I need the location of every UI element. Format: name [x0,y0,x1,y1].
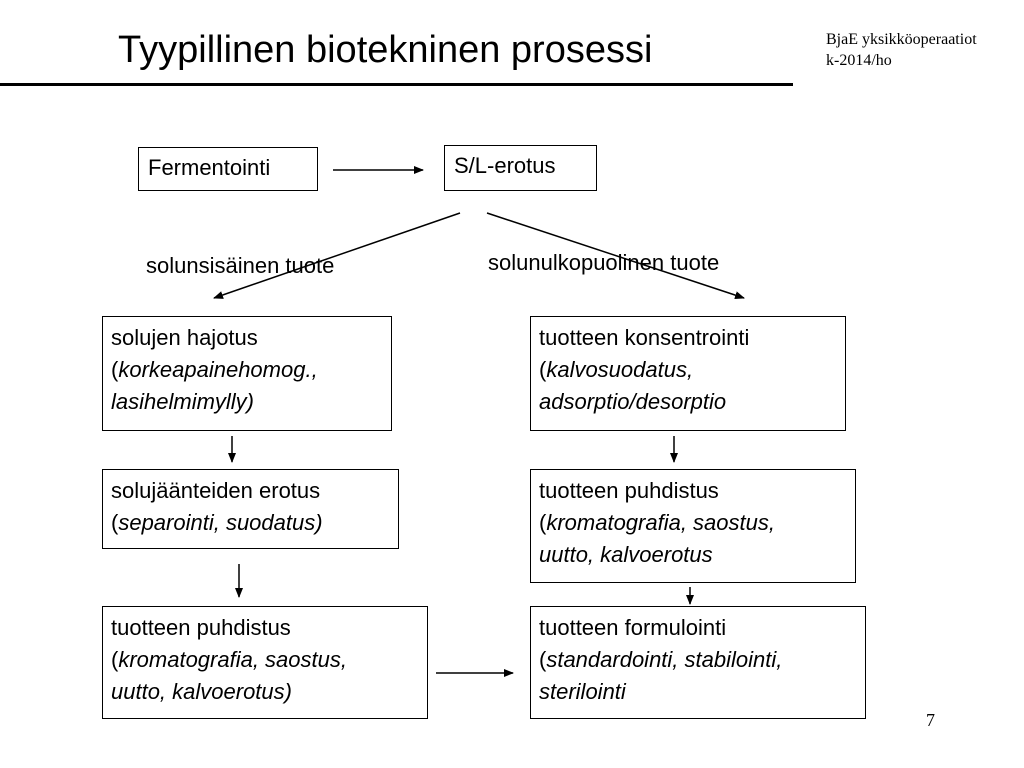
left-step-1-box: solujen hajotus (korkeapainehomog., lasi… [102,316,392,431]
separation-box: S/L-erotus [444,145,597,191]
right-step-1-box: tuotteen konsentrointi (kalvosuodatus, a… [530,316,846,431]
right-step-3-methods-line2: sterilointi [539,679,626,704]
fermentation-box: Fermentointi [138,147,318,191]
header-note: BjaE yksikköoperaatiot k-2014/ho [826,29,977,71]
fermentation-label: Fermentointi [148,155,271,180]
page-number: 7 [926,710,935,730]
left-step-3-methods-line2: uutto, kalvoerotus) [111,679,292,704]
right-step-2-box: tuotteen puhdistus (kromatografia, saost… [530,469,856,583]
left-step-2-methods-line1: separointi, suodatus) [118,510,323,535]
slide-title: Tyypillinen biotekninen prosessi [118,29,653,71]
right-step-1-methods-line1: kalvosuodatus, [546,357,694,382]
right-step-1-title: tuotteen konsentrointi [539,325,750,350]
right-step-2-title: tuotteen puhdistus [539,478,719,503]
right-step-3-title: tuotteen formulointi [539,615,727,640]
right-step-3-methods-line1: standardointi, stabilointi, [546,647,783,672]
left-step-3-methods-line1: kromatografia, saostus, [118,647,347,672]
separation-label: S/L-erotus [454,153,556,178]
right-step-2-methods-line1: kromatografia, saostus, [546,510,775,535]
left-step-1-methods-line1: korkeapainehomog., [118,357,318,382]
header-note-line2: k-2014/ho [826,52,892,69]
title-underline [0,83,793,86]
left-step-2-box: solujäänteiden erotus (separointi, suoda… [102,469,399,549]
header-note-line1: BjaE yksikköoperaatiot [826,31,977,48]
right-step-1-methods-line2: adsorptio/desorptio [539,389,727,414]
right-step-3-box: tuotteen formulointi (standardointi, sta… [530,606,866,719]
arrow-to-intracellular [213,212,461,299]
left-step-3-box: tuotteen puhdistus (kromatografia, saost… [102,606,428,719]
left-step-2-title: solujäänteiden erotus [111,478,321,503]
intracellular-label: solunsisäinen tuote [146,253,335,278]
left-step-3-title: tuotteen puhdistus [111,615,291,640]
extracellular-label: solunulkopuolinen tuote [488,250,720,275]
right-step-2-methods-line2: uutto, kalvoerotus [539,542,713,567]
arrow-to-extracellular [486,212,745,299]
left-step-1-methods-line2: lasihelmimylly) [111,389,255,414]
left-step-1-title: solujen hajotus [111,325,258,350]
